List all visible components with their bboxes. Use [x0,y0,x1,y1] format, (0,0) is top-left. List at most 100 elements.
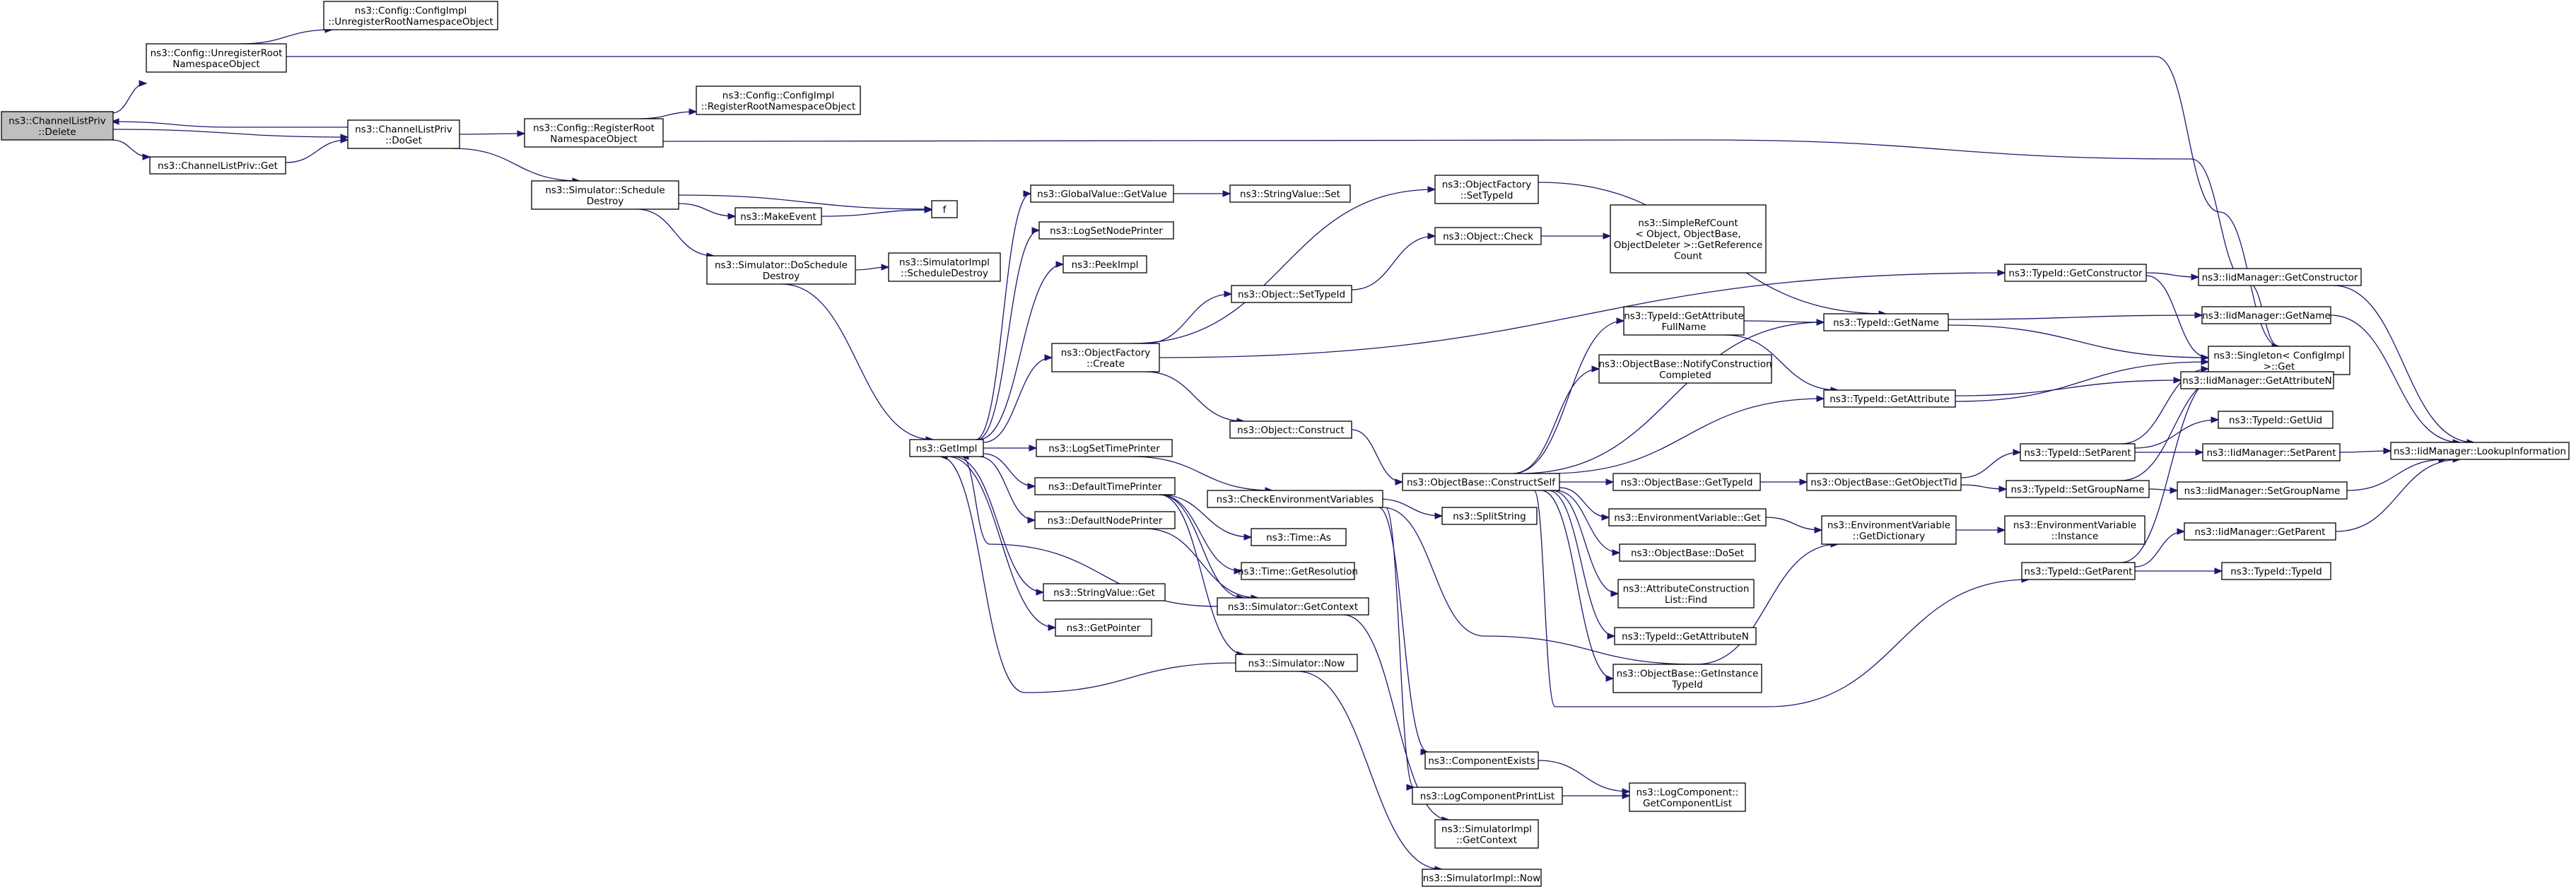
node-box[interactable] [706,255,856,285]
node-box[interactable] [734,207,822,225]
node-envvar-inst[interactable]: ns3::EnvironmentVariable::Instance [2004,515,2145,545]
node-make-event[interactable]: ns3::MakeEvent [734,207,822,225]
node-box[interactable] [146,43,287,73]
node-box[interactable] [888,252,1001,282]
node-box[interactable] [1043,583,1166,601]
node-box[interactable] [1623,306,1745,336]
node-box[interactable] [2004,264,2147,282]
node-box[interactable] [1241,562,1355,580]
node-box[interactable] [1402,473,1560,491]
node-box[interactable] [2006,480,2150,498]
node-box[interactable] [1617,579,1755,608]
node-tid-getattr[interactable]: ns3::TypeId::GetAttribute [1823,389,1956,408]
node-box[interactable] [1614,627,1757,645]
node-singleton-get[interactable]: ns3::Singleton< ConfigImpl>::Get [2208,346,2350,375]
node-cfg-unreg[interactable]: ns3::Config::ConfigImpl::UnregisterRootN… [323,1,498,30]
node-box[interactable] [1229,420,1352,439]
node-box[interactable] [1441,507,1538,525]
node-tid-getuid[interactable]: ns3::TypeId::GetUid [2218,411,2334,429]
node-box[interactable] [1055,618,1152,637]
node-log-set-node[interactable]: ns3::LogSetNodePrinter [1038,221,1174,240]
node-box[interactable] [1030,184,1174,203]
node-strval-get[interactable]: ns3::StringValue::Get [1043,583,1166,601]
node-box[interactable] [1608,508,1767,527]
node-box[interactable] [1610,204,1767,274]
node-tid-getctor[interactable]: ns3::TypeId::GetConstructor [2004,264,2147,282]
node-envvar-getdict[interactable]: ns3::EnvironmentVariable::GetDictionary [1821,515,1957,545]
node-box[interactable] [347,119,460,149]
node-box[interactable] [1806,473,1962,491]
node-box[interactable] [1207,490,1383,508]
node-box[interactable] [1823,389,1956,408]
node-getpointer[interactable]: ns3::GetPointer [1055,618,1152,637]
node-iid-getctor[interactable]: ns3::IidManager::GetConstructor [2198,268,2362,286]
node-log-comp-print[interactable]: ns3::LogComponentPrintList [1412,787,1563,805]
node-strval-set[interactable]: ns3::StringValue::Set [1229,184,1351,203]
node-splitstring[interactable]: ns3::SplitString [1441,507,1538,525]
node-box[interactable] [909,439,984,457]
node-logcomp-getlist[interactable]: ns3::LogComponent::GetComponentList [1629,782,1746,812]
node-obj-settypeid[interactable]: ns3::Object::SetTypeId [1231,285,1352,303]
node-box[interactable] [1821,515,1957,545]
node-box[interactable] [1424,751,1539,770]
node-box[interactable] [1412,787,1563,805]
node-box[interactable] [1034,477,1176,495]
node-box[interactable] [2177,481,2348,500]
node-obase-getobjtid[interactable]: ns3::ObjectBase::GetObjectTid [1806,473,1962,491]
node-iid-lookup[interactable]: ns3::IidManager::LookupInformation [2390,442,2570,460]
node-box[interactable] [149,156,286,175]
node-obj-construct[interactable]: ns3::Object::Construct [1229,420,1352,439]
node-tid-setgroup[interactable]: ns3::TypeId::SetGroupName [2006,480,2150,498]
node-simimpl-now[interactable]: ns3::SimulatorImpl::Now [1422,869,1542,887]
node-box[interactable] [1051,343,1160,372]
node-simimpl-getctx[interactable]: ns3::SimulatorImpl::GetContext [1434,819,1539,849]
node-tid-getname[interactable]: ns3::TypeId::GetName [1823,313,1949,331]
node-objf-settypeid[interactable]: ns3::ObjectFactory::SetTypeId [1434,175,1539,204]
node-objf-create[interactable]: ns3::ObjectFactory::Create [1051,343,1160,372]
node-delete[interactable]: ns3::ChannelListPriv::Delete [1,111,114,141]
node-f[interactable]: f [931,200,958,218]
node-envvar-get[interactable]: ns3::EnvironmentVariable::Get [1608,508,1767,527]
node-box[interactable] [2021,562,2136,580]
node-box[interactable] [2202,443,2341,461]
node-comp-exists[interactable]: ns3::ComponentExists [1424,751,1539,770]
node-box[interactable] [1629,782,1746,812]
node-getimpl[interactable]: ns3::GetImpl [909,439,984,457]
node-box[interactable] [1434,175,1539,204]
node-box[interactable] [2198,268,2362,286]
node-sim-getctx[interactable]: ns3::Simulator::GetContext [1217,597,1369,616]
node-box[interactable] [1434,227,1542,245]
node-iid-setgroup[interactable]: ns3::IidManager::SetGroupName [2177,481,2348,500]
node-box[interactable] [1,111,114,141]
node-box[interactable] [2390,442,2570,460]
node-peekimpl[interactable]: ns3::PeekImpl [1062,255,1147,274]
node-def-time[interactable]: ns3::DefaultTimePrinter [1034,477,1176,495]
node-obase-doset[interactable]: ns3::ObjectBase::DoSet [1619,543,1756,562]
node-obase-gettypeid[interactable]: ns3::ObjectBase::GetTypeId [1612,473,1761,491]
node-box[interactable] [1619,543,1756,562]
node-box[interactable] [696,86,861,115]
node-box[interactable] [1231,285,1352,303]
node-box[interactable] [1062,255,1147,274]
node-tid-setparent[interactable]: ns3::TypeId::SetParent [2020,443,2136,461]
node-box[interactable] [1229,184,1351,203]
node-box[interactable] [1217,597,1369,616]
node-box[interactable] [323,1,498,30]
node-tid-getparent[interactable]: ns3::TypeId::GetParent [2021,562,2136,580]
node-box[interactable] [1034,511,1176,529]
node-box[interactable] [2180,371,2334,389]
node-def-node[interactable]: ns3::DefaultNodePrinter [1034,511,1176,529]
node-tid-typeid[interactable]: ns3::TypeId::TypeId [2221,562,2331,580]
node-doget[interactable]: ns3::ChannelListPriv::DoGet [347,119,460,149]
node-box[interactable] [1612,664,1762,693]
node-chlp-get[interactable]: ns3::ChannelListPriv::Get [149,156,286,175]
node-box[interactable] [2221,562,2331,580]
node-simimpl-sd[interactable]: ns3::SimulatorImpl::ScheduleDestroy [888,252,1001,282]
